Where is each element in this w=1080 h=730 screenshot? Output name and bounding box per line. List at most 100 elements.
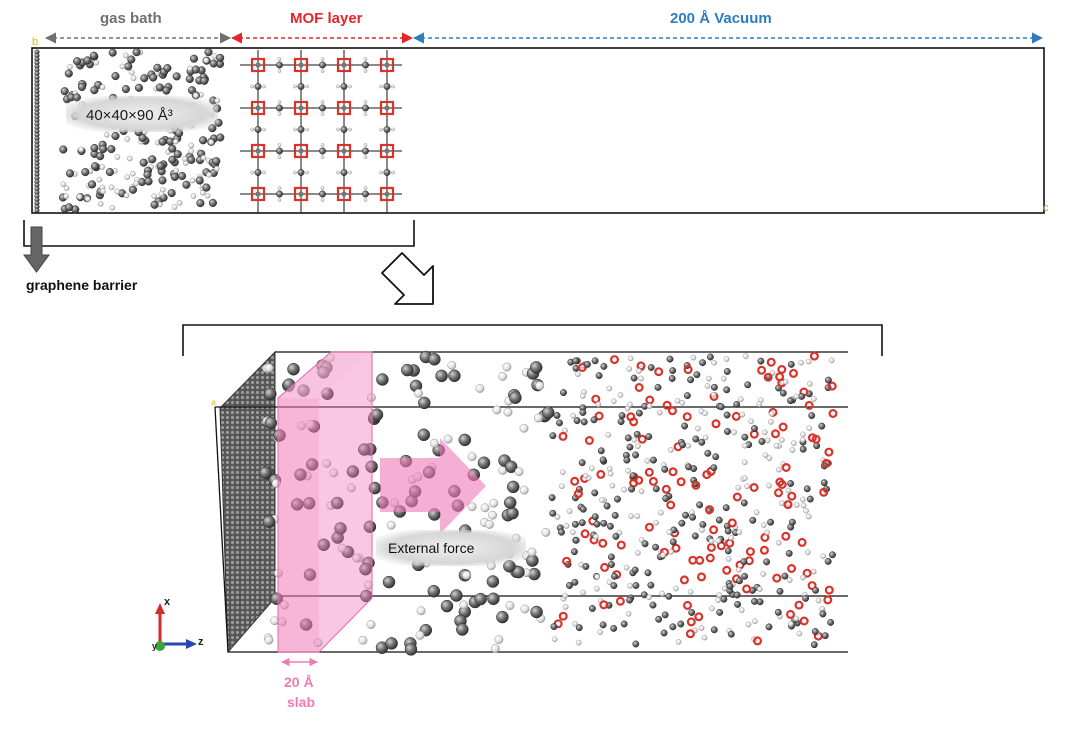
mof-metal <box>384 191 390 197</box>
mof-carbon <box>603 502 611 510</box>
gas-molecule <box>204 192 211 199</box>
mof-hydrogen <box>766 482 772 489</box>
gas-molecule <box>467 452 477 462</box>
gas-molecule <box>448 369 461 383</box>
mof-node <box>293 186 309 202</box>
mof-layer-framework <box>240 50 402 212</box>
top-panel <box>23 32 1045 305</box>
mof-carbon <box>824 376 832 384</box>
mof-carbon <box>566 582 573 589</box>
gas-molecule <box>89 51 98 60</box>
mof-hydrogen <box>597 629 604 635</box>
gas-molecule <box>176 200 183 206</box>
gas-molecule <box>99 164 106 170</box>
mof-carbon <box>655 615 663 623</box>
mof-carbon <box>829 551 836 559</box>
mof-carbon <box>572 357 580 365</box>
mof-hydrogen <box>679 399 686 406</box>
mof-hydrogen <box>760 522 767 528</box>
mof-hydrogen <box>775 539 782 546</box>
mof-hydrogen <box>674 397 681 404</box>
mof-carbon <box>716 608 724 616</box>
mof-carbon <box>706 353 714 361</box>
mof-carbon <box>590 416 598 424</box>
mof-oxygen <box>706 542 716 552</box>
mof-hydrogen <box>735 566 742 573</box>
mof-hydrogen <box>606 579 613 586</box>
gas-molecule <box>139 158 148 167</box>
mof-carbon <box>591 489 599 497</box>
mof-hydrogen <box>348 84 352 89</box>
mof-hydrogen <box>580 393 586 399</box>
gas-molecule <box>358 443 371 456</box>
mof-hydrogen <box>799 496 806 503</box>
gas-molecule <box>259 466 272 480</box>
gas-molecule <box>140 74 149 83</box>
y-axis-marker <box>155 641 165 651</box>
mof-carbon <box>650 456 657 464</box>
mof-hydrogen <box>363 69 368 73</box>
mof-hydrogen <box>606 385 613 392</box>
gas-molecule <box>264 635 274 645</box>
mof-hydrogen <box>685 442 691 449</box>
gas-molecule <box>487 592 500 606</box>
mof-node <box>379 57 395 73</box>
gas-molecule <box>196 199 205 208</box>
mof-hydrogen <box>572 621 578 627</box>
mof-hydrogen <box>588 465 595 472</box>
gas-molecule <box>119 63 126 70</box>
y-axis-label: y <box>152 641 158 651</box>
mof-carbon <box>717 403 725 411</box>
gas-molecule <box>195 176 204 185</box>
gas-molecule <box>200 154 207 161</box>
mof-hydrogen <box>738 607 745 614</box>
mof-carbon <box>584 360 591 368</box>
gas-molecule <box>346 465 360 478</box>
gas-molecule <box>386 520 396 530</box>
gas-molecule <box>199 136 208 145</box>
mof-carbon <box>620 620 628 628</box>
gas-molecule <box>435 369 448 383</box>
gas-molecule <box>99 144 108 154</box>
mof-metal <box>298 191 304 197</box>
gas-molecule <box>182 180 191 189</box>
gas-molecule <box>477 456 491 470</box>
gas-molecule <box>506 480 520 494</box>
mof-oxygen <box>757 365 767 375</box>
gas-molecule <box>76 193 83 200</box>
gas-molecule <box>376 373 389 386</box>
mof-hydrogen <box>582 472 589 479</box>
mof-hydrogen <box>606 465 613 472</box>
mof-carbon <box>626 596 634 604</box>
slab-side-face <box>319 352 372 652</box>
mof-hydrogen <box>293 127 297 132</box>
mof-hydrogen <box>635 368 642 374</box>
gas-molecule <box>414 388 423 398</box>
mof-hydrogen <box>805 358 812 365</box>
gas-molecule <box>498 371 508 381</box>
mof-hydrogen <box>635 443 641 449</box>
mof-hydrogen <box>752 618 758 625</box>
mof-linker-atom <box>362 147 369 155</box>
mof-oxygen <box>634 475 644 485</box>
mof-oxygen <box>802 568 812 578</box>
gas-molecule <box>447 360 457 370</box>
mof-carbon <box>787 360 795 368</box>
gas-molecule <box>428 353 441 366</box>
mof-carbon <box>668 375 676 382</box>
mof-oxygen <box>821 458 831 468</box>
mof-hydrogen <box>595 401 602 408</box>
mof-hydrogen <box>793 393 800 400</box>
mof-carbon <box>660 629 668 637</box>
mof-carbon <box>582 563 590 570</box>
mof-metal <box>255 191 261 197</box>
mof-linker-atom <box>276 61 283 69</box>
mof-hydrogen <box>575 639 582 646</box>
gas-molecule <box>88 180 97 189</box>
mof-hydrogen <box>363 198 368 202</box>
mof-oxygen <box>781 463 791 473</box>
gas-molecule <box>467 502 477 512</box>
gas-molecule <box>60 181 67 187</box>
mof-oxygen <box>615 596 625 606</box>
mof-oxygen <box>596 469 606 479</box>
